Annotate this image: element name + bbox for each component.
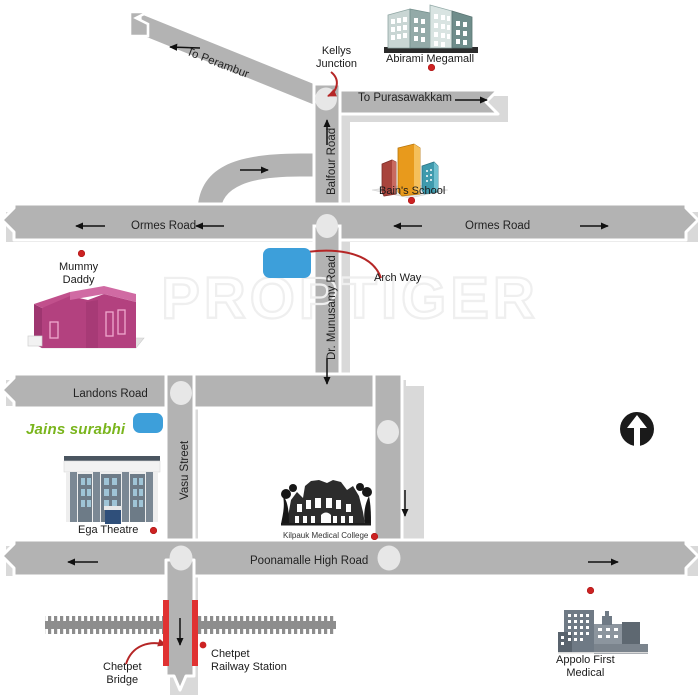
rail-track-east: [196, 616, 336, 634]
road-direction-arrows: [67, 43, 619, 646]
ega-theatre-icon: [63, 456, 161, 524]
junction-landons-vasu: [170, 381, 192, 405]
road-landons-connector: [372, 372, 404, 554]
road-shadow-layer: [6, 16, 698, 695]
railway: [45, 600, 336, 666]
kilpauk-medical-college-icon: [281, 480, 372, 526]
leader-kellys-junction: [327, 71, 338, 97]
poi-dot-kilpauk: [371, 533, 378, 540]
bridge-rail-east: [192, 600, 198, 666]
junction-landons-east: [377, 420, 399, 444]
mummy-daddy-icon: [27, 286, 145, 349]
abirami-megamall-icon: [384, 4, 478, 53]
junction-poonamalle-east: [377, 545, 401, 571]
bridge-rail-west: [163, 600, 169, 666]
road-ormes: [0, 202, 700, 242]
north-arrow-icon: [620, 412, 654, 446]
bains-school-icon: [371, 143, 449, 199]
road-to-purasawakkam: [314, 88, 500, 116]
road-landons: [0, 372, 402, 410]
chetpet-station-dot: [199, 641, 207, 649]
rail-track-west: [45, 616, 165, 634]
appolo-first-medical-icon: [558, 610, 648, 654]
poi-dot-appolo: [587, 587, 594, 594]
junction-ormes-balfour: [316, 214, 338, 238]
poi-dot-ega-theatre: [150, 527, 157, 534]
leader-chetpet-bridge: [125, 638, 167, 665]
poi-dot-mummy-daddy: [78, 250, 85, 257]
road-to-perambur: [128, 10, 320, 110]
project-marker-legend[interactable]: [133, 413, 163, 433]
poi-dot-abirami: [428, 64, 435, 71]
project-marker-map[interactable]: [263, 248, 311, 278]
poi-dot-bains-school: [408, 197, 415, 204]
watermark-text: PROPTIGER: [161, 266, 539, 331]
road-poonamalle: [0, 538, 700, 578]
junction-circles: [169, 87, 401, 571]
junction-poonamalle-vasu: [169, 545, 193, 571]
